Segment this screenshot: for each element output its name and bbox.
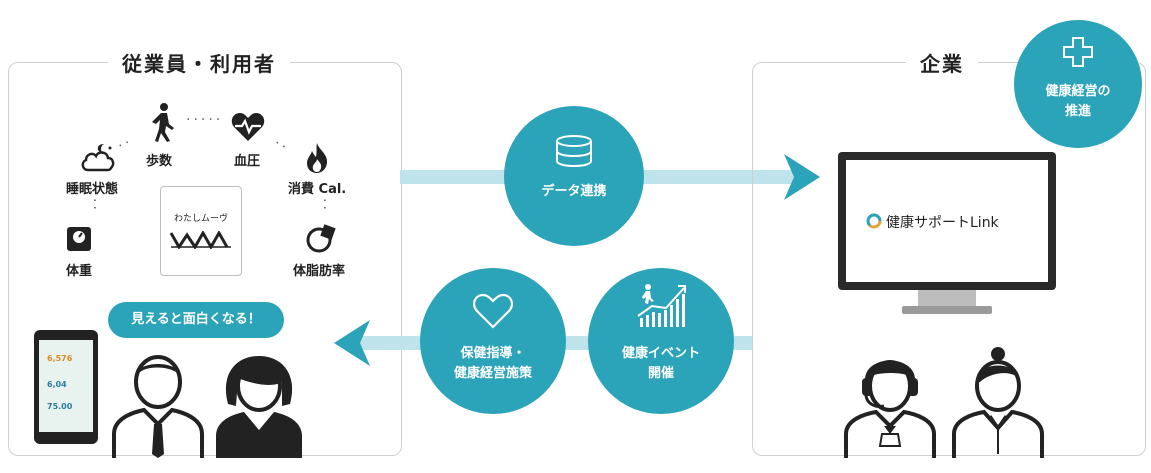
database-icon [556, 135, 592, 168]
connector-dots: ·· [316, 198, 332, 213]
data-link-label: データ連携 [541, 184, 607, 199]
badge-line1: 健康経営の [1045, 84, 1111, 99]
monitor-base [902, 306, 992, 314]
app-logo-mark [169, 231, 231, 249]
female-employee-icon [216, 356, 302, 458]
monitor-screen: 健康サポートLink [846, 160, 1048, 282]
pie-chart-icon [306, 224, 336, 253]
employee-panel-title: 従業員・利用者 [108, 48, 290, 77]
company-panel-title: 企業 [906, 48, 978, 77]
connector-dots: ·· [86, 198, 102, 213]
flame-icon [307, 143, 328, 173]
data-link-circle: データ連携 [504, 106, 644, 246]
phone-value: 6,04 [47, 380, 67, 389]
connector-dots: ····· [186, 112, 224, 128]
callout-badge: 見えると面白くなる！ [108, 302, 284, 338]
event-label-line1: 健康イベント [621, 346, 700, 361]
steps-label: 歩数 [146, 154, 173, 169]
male-employee-icon [112, 355, 204, 458]
brand-ring-icon [866, 213, 882, 229]
app-logo: わたしムーヴ [160, 186, 242, 276]
blood-pressure-label: 血圧 [234, 154, 261, 169]
plus-cross-icon [1063, 37, 1093, 67]
calories-label: 消費 Cal. [288, 182, 347, 197]
phone-value: 75.00 [47, 402, 73, 411]
female-manager-icon [952, 347, 1044, 458]
guidance-label-line2: 健康経営施策 [453, 366, 532, 381]
guidance-label-line1: 保健指導・ [460, 346, 526, 361]
event-label-line2: 開催 [647, 366, 674, 381]
operator-headset-icon [844, 360, 936, 458]
monitor: 健康サポートLink [838, 152, 1056, 290]
scale-icon [67, 227, 91, 251]
right-arrow-icon [784, 154, 820, 200]
event-circle: 健康イベント 開催 [588, 268, 734, 414]
body-fat-label: 体脂肪率 [293, 264, 346, 279]
monitor-stand [918, 290, 976, 306]
heart-outline-icon [473, 293, 513, 329]
phone-value: 6,576 [47, 354, 73, 363]
health-management-badge: 健康経営の 推進 [1014, 20, 1142, 148]
heart-pulse-icon [231, 113, 265, 141]
sleep-cloud-icon [81, 144, 115, 172]
left-arrow-icon [334, 320, 370, 366]
phone-screen: 6,576 6,04 75.00 [39, 340, 93, 432]
walking-icon [152, 103, 174, 142]
weight-label: 体重 [66, 264, 93, 279]
app-logo-text: わたしムーヴ [173, 214, 228, 224]
smartphone: 6,576 6,04 75.00 [34, 330, 98, 444]
brand-name: 健康サポートLink [886, 215, 999, 231]
growth-chart-icon [637, 284, 686, 327]
sleep-label: 睡眠状態 [66, 182, 119, 197]
badge-line2: 推進 [1064, 104, 1091, 119]
guidance-circle: 保健指導・ 健康経営施策 [420, 268, 566, 414]
